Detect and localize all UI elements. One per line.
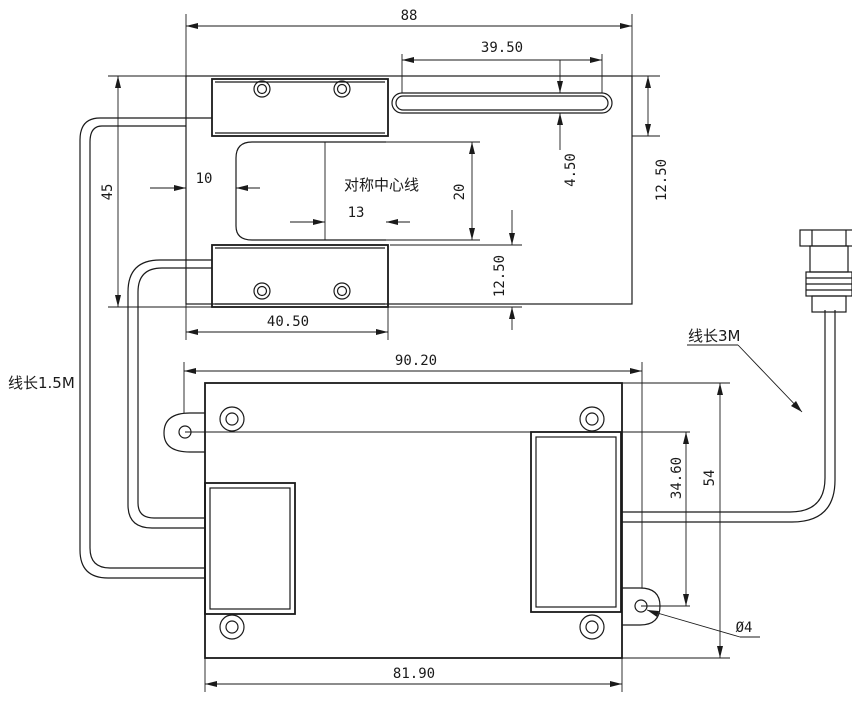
cable-connector-icon: [799, 229, 852, 313]
mount-hole: [253, 80, 271, 98]
dimension-lines: [108, 14, 803, 692]
cable-3m: [622, 310, 836, 523]
lower-block: [211, 244, 389, 308]
dim-box-height: 54: [702, 470, 718, 487]
right-recess: [530, 431, 622, 613]
mount-hole: [253, 282, 271, 300]
dim-box-outer-width: 90.20: [395, 353, 437, 369]
dim-slot-width: 4.50: [563, 153, 579, 187]
box-body: [204, 382, 623, 659]
corner-screw: [579, 614, 605, 640]
dim-bracket-height-lower: 12.50: [492, 255, 508, 297]
left-recess: [204, 482, 296, 615]
upper-block: [211, 78, 389, 137]
mount-hole: [333, 282, 351, 300]
dim-overall-height: 45: [100, 184, 116, 201]
mount-ear-left: [163, 412, 205, 453]
dim-inner-offset: 10: [196, 171, 213, 187]
dim-bracket-height: 12.50: [654, 159, 670, 201]
dim-gap-height: 20: [452, 184, 468, 201]
back-plate: [185, 75, 633, 305]
cable-length-3m-label: 线长3M: [688, 327, 741, 345]
corner-screw: [579, 406, 605, 432]
dim-top-width: 88: [401, 8, 418, 24]
dimension-labels: 88 39.50 12.50 4.50 20 12.50 45 10 13 对称…: [8, 8, 752, 682]
sensor-box: [163, 382, 690, 659]
dim-center-offset: 13: [348, 205, 365, 221]
dim-hole-diameter: Ø4: [736, 620, 753, 636]
cable-length-1-5m-label: 线长1.5M: [8, 374, 75, 392]
adjust-slot: [391, 92, 613, 114]
top-bracket-assembly: [185, 75, 633, 308]
symmetry-line-label: 对称中心线: [344, 176, 419, 194]
dim-slot-length: 39.50: [481, 40, 523, 56]
dim-lower-width: 40.50: [267, 314, 309, 330]
corner-screw: [219, 614, 245, 640]
corner-screw: [219, 406, 245, 432]
dim-hole-spacing: 34.60: [669, 457, 685, 499]
dim-box-inner-width: 81.90: [393, 666, 435, 682]
inner-cutout: [235, 141, 386, 241]
cable-lower-block: [127, 259, 212, 529]
mount-ear-right: [622, 587, 661, 626]
cable-1-5m: [79, 117, 205, 579]
mount-hole: [333, 80, 351, 98]
